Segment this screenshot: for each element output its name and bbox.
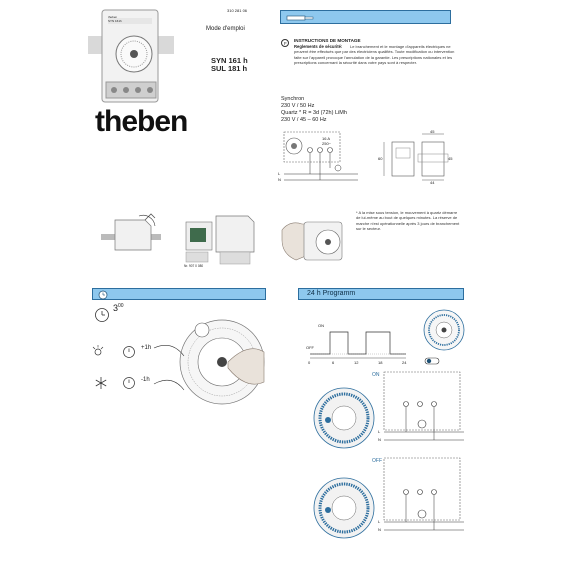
- timeline-on-label: ON: [318, 323, 324, 328]
- program-dial: [420, 306, 466, 356]
- plus-one-hour: +1h: [141, 345, 152, 351]
- dimension-graphic: [383, 133, 449, 181]
- wiring-voltage: 250~: [322, 141, 332, 146]
- clock-icon: [98, 290, 108, 300]
- clock-icon: [123, 377, 135, 389]
- program-dial-graphic: [423, 309, 465, 351]
- dim-4: 44: [430, 180, 435, 185]
- time-hour: 3: [113, 303, 119, 313]
- panel-on-label: ON: [372, 372, 380, 378]
- device-brand-label: theben: [108, 15, 118, 19]
- program-title: 24 h Programm: [307, 290, 356, 297]
- spec-line-2: 230 V / 50 Hz: [281, 103, 315, 109]
- hand-adjust-illustration: [276, 210, 348, 270]
- program-header-bar: 24 h Programm: [298, 288, 464, 300]
- screwdriver-icon: [286, 15, 314, 21]
- program-panel-on-graphic: [313, 371, 464, 449]
- dial-adjust-graphic: [179, 319, 265, 405]
- panel-on-n-label: N: [378, 437, 381, 442]
- mount-illustration-1: [95, 210, 167, 262]
- model-2: SUL 181 h: [211, 64, 248, 73]
- brand-logo: theben: [95, 105, 188, 138]
- timeline-off-label: OFF: [306, 345, 314, 350]
- hour-6: 6: [332, 360, 335, 365]
- clock-icon: [95, 308, 109, 322]
- reserve-note: * A la mise sous tension, le mouvement à…: [356, 210, 460, 232]
- accessory-code: Nr. 907 0 080: [184, 264, 204, 268]
- language-code: F: [284, 41, 287, 46]
- program-panel-on: ON L N: [310, 368, 466, 454]
- dimension-drawing: 45 60 45 44: [378, 128, 454, 186]
- wiring-diagram: 16 A 250~ L N: [278, 128, 362, 190]
- hour-0: 0: [308, 360, 311, 365]
- language-badge: F: [281, 39, 289, 47]
- mount-illustration-2: Nr. 907 0 080: [180, 208, 262, 270]
- program-timeline-graphic: [310, 331, 406, 359]
- safety-paragraph: Le branchement et le montage d'appareils…: [294, 44, 455, 66]
- minus-one-hour: -1h: [141, 377, 150, 383]
- hour-24: 24: [402, 360, 407, 365]
- switch-icon: [424, 357, 440, 365]
- spec-line-3: Quartz * R = 3d (72h) LiMh: [281, 110, 347, 116]
- spec-line-1: Synchron: [281, 96, 305, 102]
- program-panel-off: OFF L N: [310, 454, 466, 544]
- hour-18: 18: [378, 360, 383, 365]
- time-setting-header-bar: [92, 288, 266, 300]
- mode-label: Mode d'emploi: [206, 26, 245, 32]
- panel-off-l-label: L: [378, 519, 381, 524]
- dial-hand-illustration: [168, 312, 268, 412]
- panel-off-n-label: N: [378, 527, 381, 532]
- program-panel-off-graphic: [313, 457, 464, 539]
- dim-3: 45: [448, 156, 453, 161]
- panel-off-label: OFF: [372, 458, 382, 464]
- device-model-label: SYN 161h: [108, 19, 122, 23]
- screwdriver-header-bar: [280, 10, 451, 24]
- hour-12: 12: [354, 360, 359, 365]
- time-minutes: 00: [118, 303, 124, 309]
- wiring-diagram-graphic: [283, 131, 358, 181]
- product-photo: theben SYN 161h: [88, 6, 174, 106]
- din-rail-mount-graphic: [101, 213, 161, 251]
- safety-heading: Reglements de sécurité:: [294, 44, 343, 49]
- dim-2: 60: [378, 156, 383, 161]
- wiring-n-label: N: [278, 177, 281, 182]
- time-value: 300: [113, 303, 124, 313]
- sun-summer-icon: [92, 345, 104, 356]
- hand-dial-graphic: [281, 221, 343, 261]
- wiring-rating: 16 A: [322, 136, 331, 141]
- snowflake-icon: [95, 377, 107, 389]
- panel-on-l-label: L: [378, 429, 381, 434]
- doc-number: 310 281 06: [227, 8, 248, 13]
- spec-line-4: 230 V / 45 – 60 Hz: [281, 117, 327, 123]
- curved-arrows: [153, 345, 185, 391]
- model-1: SYN 161 h: [211, 56, 248, 65]
- timer-device-illustration: [88, 9, 174, 103]
- cover-mount-graphic: [185, 215, 255, 265]
- program-timeline: ON OFF 0 6 12 18 24: [306, 318, 414, 368]
- instructions-title: INSTRUCTIONS DE MONTAGE: [294, 38, 361, 43]
- dim-1: 45: [430, 129, 435, 134]
- wiring-l-label: L: [278, 171, 281, 176]
- clock-icon: [123, 346, 135, 358]
